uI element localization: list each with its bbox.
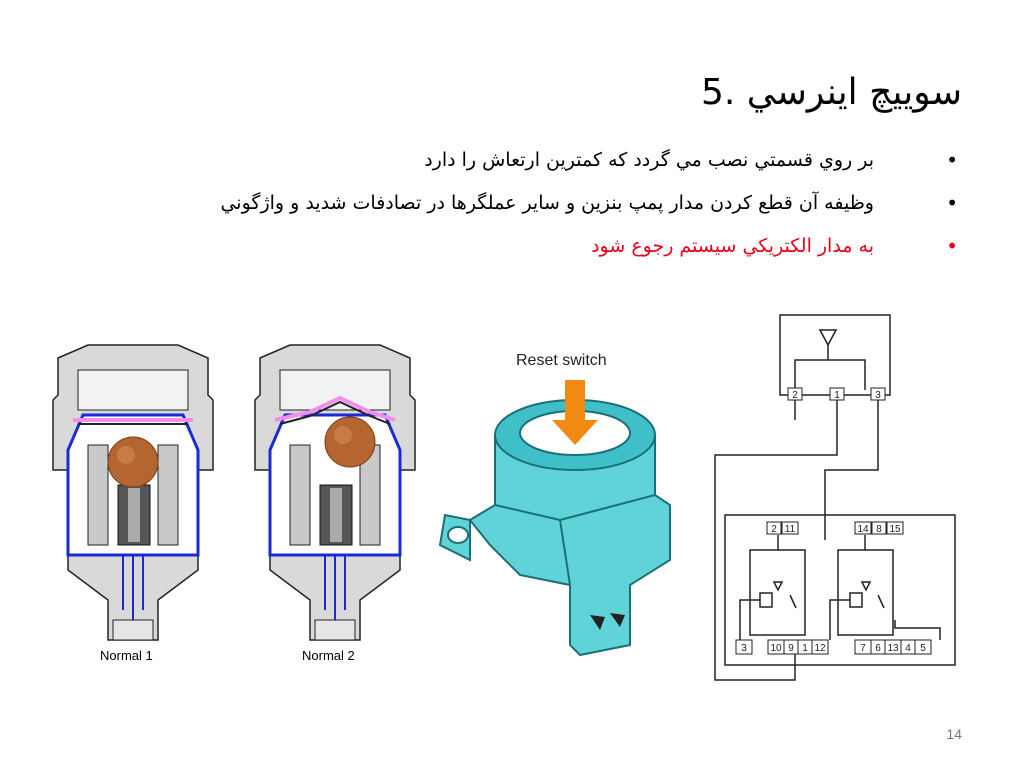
bullet-text: بر روي قسمتي نصب مي گردد كه كمترين ارتعا… <box>424 149 874 171</box>
reset-switch-label: Reset switch <box>516 352 607 369</box>
inertia-switch-cutaway-normal1 <box>52 344 214 641</box>
terminal-label: 13 <box>887 643 899 654</box>
bullet-dot: • <box>946 191 958 215</box>
figure-caption-normal2: Normal 2 <box>302 648 355 663</box>
bullet-text: به مدار الكتريكي سيستم رجوع شود <box>591 235 874 257</box>
bullet-dot: • <box>946 234 958 258</box>
page-number: 14 <box>946 726 962 742</box>
terminal-label: 2 <box>792 390 798 401</box>
terminal-label: 5 <box>920 643 926 654</box>
terminal-label: 14 <box>857 524 869 535</box>
bullet-item: • بر روي قسمتي نصب مي گردد كه كمترين ارتع… <box>94 149 958 171</box>
terminal-label: 12 <box>814 643 826 654</box>
terminal-label: 1 <box>834 390 840 401</box>
terminal-label: 8 <box>876 524 882 535</box>
bullet-item: • وظيفه آن قطع كردن مدار پمپ بنزين و ساير… <box>94 192 958 214</box>
terminal-label: 3 <box>875 390 881 401</box>
terminal-label: 9 <box>788 643 794 654</box>
terminal-label: 11 <box>785 524 796 535</box>
arrow-down-icon <box>552 380 598 445</box>
terminal-label: 6 <box>875 643 881 654</box>
terminal-label: 2 <box>771 524 777 535</box>
inertia-switch-cutaway-normal2 <box>254 344 416 641</box>
slide-title: سوييچ اينرسي .5 <box>700 72 962 113</box>
terminal-label: 1 <box>802 643 808 654</box>
terminal-label: 3 <box>741 643 747 654</box>
bullet-item: • به مدار الكتريكي سيستم رجوع شود <box>94 235 958 257</box>
inertia-switch-circuit-diagram: 2 1 3 2 11 14 8 15 3 10 9 1 12 7 6 13 4 … <box>714 314 956 681</box>
bullet-dot: • <box>946 148 958 172</box>
terminal-label: 15 <box>889 524 901 535</box>
terminal-label: 10 <box>770 643 782 654</box>
terminal-label: 4 <box>905 643 911 654</box>
bullet-list: • بر روي قسمتي نصب مي گردد كه كمترين ارتع… <box>94 149 958 279</box>
bullet-text: وظيفه آن قطع كردن مدار پمپ بنزين و ساير … <box>220 192 874 214</box>
terminal-label: 7 <box>860 643 866 654</box>
reset-switch-illustration: Reset switch <box>438 352 671 657</box>
figure-caption-normal1: Normal 1 <box>100 648 153 663</box>
